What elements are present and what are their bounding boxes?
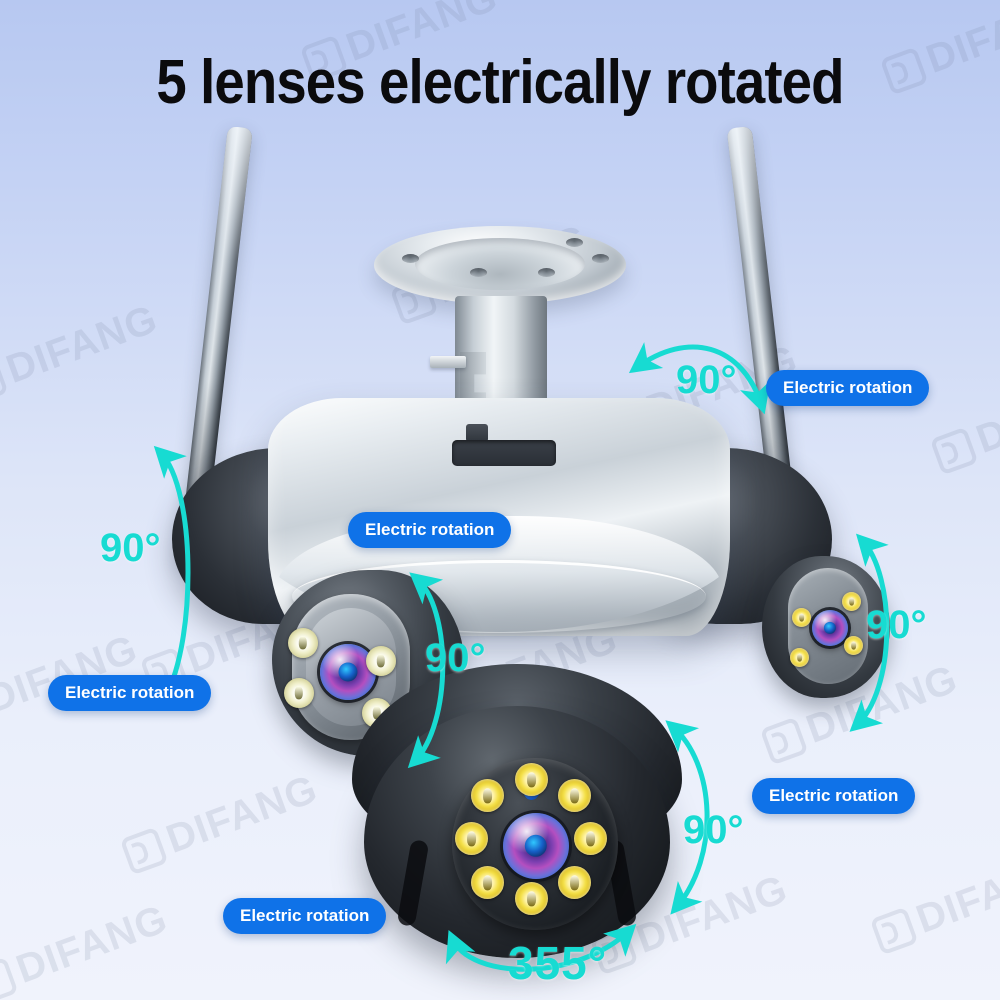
housing-ridge-line [292, 560, 706, 633]
ir-led [366, 646, 396, 676]
mount-screw-hole [402, 254, 419, 263]
mount-screw-hole [566, 238, 583, 247]
mount-screw-hole [538, 268, 555, 277]
ir-led [288, 628, 318, 658]
badge-top-right[interactable]: Electric rotation [766, 370, 930, 406]
ir-led [558, 866, 591, 899]
ir-led [515, 763, 548, 796]
ir-led [284, 678, 314, 708]
ir-led [515, 882, 548, 915]
mount-release-tab [430, 356, 466, 368]
camera-lens-glass-right [812, 610, 848, 646]
ir-led [558, 779, 591, 812]
angle-top-right: 90° [676, 358, 737, 402]
ir-led [844, 636, 863, 655]
angle-center: 90° [425, 636, 486, 680]
ir-led [471, 779, 504, 812]
angle-right: 90° [866, 603, 927, 647]
mount-screw-hole [470, 268, 487, 277]
mount-plate-recess [415, 238, 585, 290]
camera-lens-glass-ptz [503, 813, 569, 879]
ir-led [842, 592, 861, 611]
angle-lower-right: 90° [683, 808, 744, 852]
housing-top-nub [466, 424, 488, 442]
badge-left[interactable]: Electric rotation [48, 675, 212, 711]
ir-led [471, 866, 504, 899]
page-title: 5 lenses electrically rotated [156, 48, 844, 117]
badge-right-lower[interactable]: Electric rotation [752, 778, 916, 814]
housing-top-slot [452, 440, 556, 466]
ir-led [574, 822, 607, 855]
ir-led [792, 608, 811, 627]
angle-left: 90° [100, 526, 161, 570]
ir-led [790, 648, 809, 667]
badge-bottom-left[interactable]: Electric rotation [223, 898, 387, 934]
ir-led [455, 822, 488, 855]
mount-screw-hole [592, 254, 609, 263]
badge-center[interactable]: Electric rotation [348, 512, 512, 548]
angle-pan: 355° [508, 937, 608, 989]
